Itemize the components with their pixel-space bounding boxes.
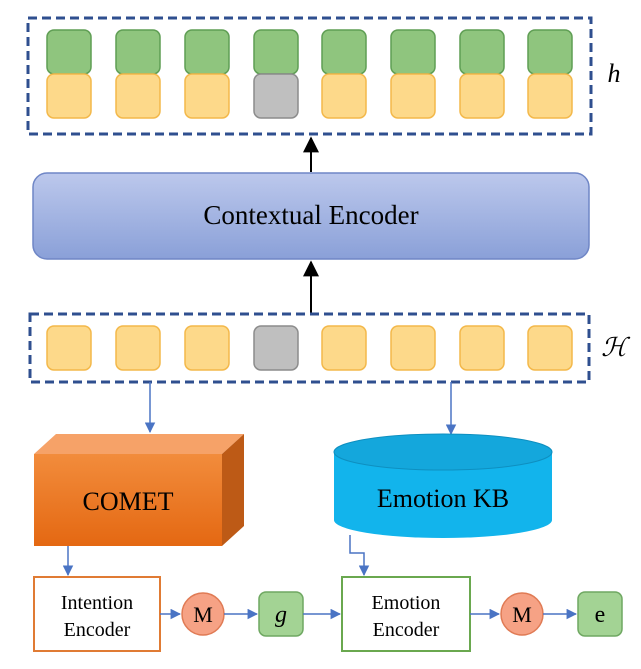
H-cell-masked [253,325,299,371]
e-label: e [595,602,606,628]
h-cell-top [459,29,505,75]
emotion-encoder-label-line2: Encoder [373,619,440,641]
h-cell-bottom [321,73,367,119]
h-cell-top [184,29,230,75]
h-cell-bottom [184,73,230,119]
h-cell-masked [253,73,299,119]
h-cell-bottom [527,73,573,119]
h-cell-bottom [46,73,92,119]
g-label: g [275,602,287,628]
emotion-encoder-box [341,576,471,652]
comet-label: COMET [83,487,174,516]
H-cell [459,325,505,371]
H-row-cells [46,325,573,371]
h-cell-top [46,29,92,75]
h-cell-bottom [390,73,436,119]
H-row-frame [28,312,591,384]
intention-encoder-box [33,576,161,652]
h-label: h [608,59,621,88]
h-cell-top [321,29,367,75]
e-node [577,591,623,637]
h-cell-bottom [459,73,505,119]
H-cell [184,325,230,371]
m1-label: M [193,602,213,627]
H-cell [115,325,161,371]
H-cell [321,325,367,371]
emotion-kb-label: Emotion KB [377,484,509,513]
h-row-cells [46,29,573,119]
emotion-kb-cylinder [333,433,553,538]
m2-label: M [512,602,532,627]
h-cell-top [115,29,161,75]
emotion-encoder-label-line1: Emotion [372,592,441,614]
H-label: ℋ [601,333,631,362]
H-cell [390,325,436,371]
h-cell-top [527,29,573,75]
arrow-kb-to-emotion-encoder [349,535,370,577]
h-row-frame [26,16,593,136]
H-cell [527,325,573,371]
h-cell-top [390,29,436,75]
intention-encoder-label-line2: Encoder [64,619,131,641]
h-cell-top [253,29,299,75]
contextual-encoder-box [32,172,590,260]
intention-encoder-label-line1: Intention [61,592,133,614]
h-cell-bottom [115,73,161,119]
H-cell [46,325,92,371]
comet-block [34,434,244,546]
contextual-encoder-label: Contextual Encoder [203,200,418,230]
